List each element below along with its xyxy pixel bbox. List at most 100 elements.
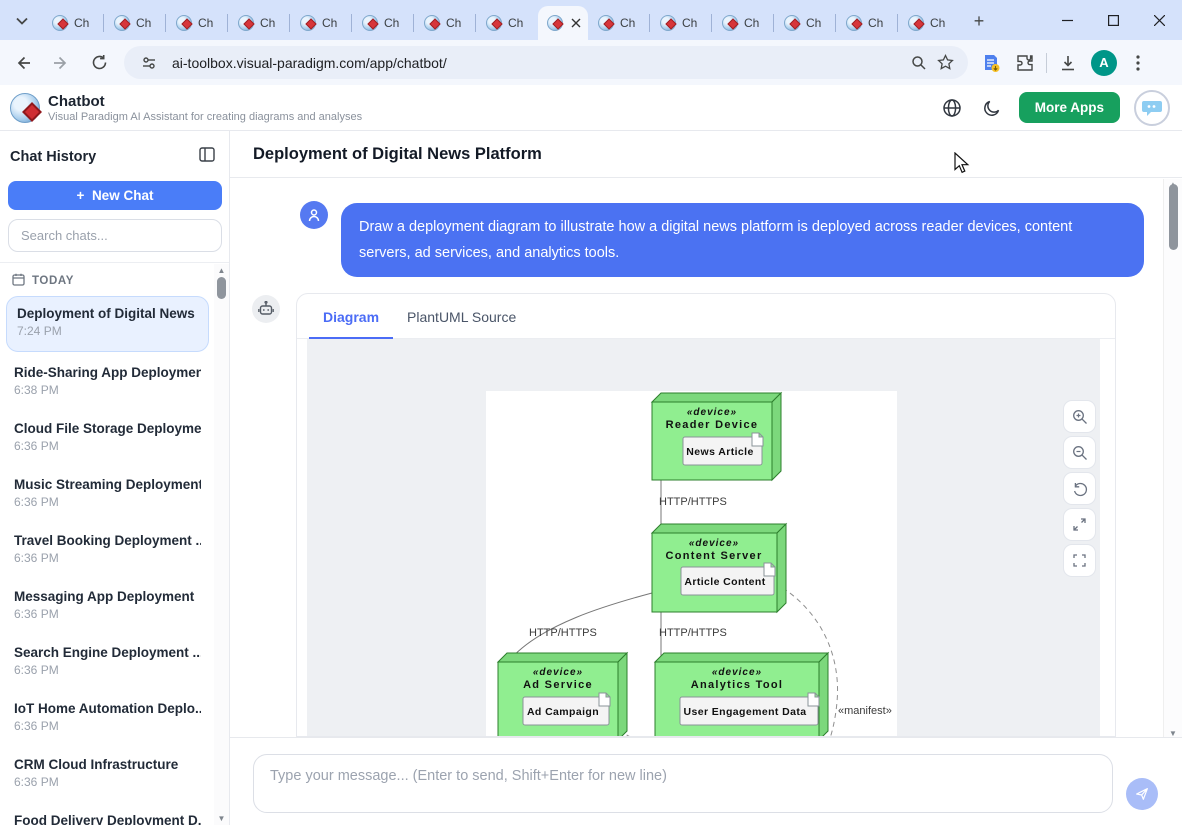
node-content-server: «device» Content Server Article Content [650,522,788,614]
chat-item-time: 6:36 PM [14,439,59,453]
chat-item[interactable]: IoT Home Automation Deplo... 6:36 PM [0,692,213,748]
browser-tab[interactable]: Ch [166,6,228,40]
browser-tab[interactable]: Ch [476,6,538,40]
zoom-out-button[interactable] [1063,436,1096,469]
browser-menu-kebab-icon[interactable] [1125,50,1151,76]
tab-plantuml-source[interactable]: PlantUML Source [393,309,530,338]
artifact-file-icon [807,692,820,707]
zoom-icon[interactable] [906,50,932,76]
chat-item[interactable]: Food Delivery Deployment D... [0,804,213,825]
visual-paradigm-favicon-icon [300,15,317,31]
scroll-down-icon[interactable]: ▼ [1169,729,1177,738]
chat-scrollbar-thumb[interactable] [1169,184,1178,250]
chat-scrollbar[interactable]: ▲ ▼ [1163,179,1182,740]
diagram-canvas[interactable]: HTTP/HTTPS HTTP/HTTPS HTTP/HTTPS «manife… [307,339,1100,736]
browser-tab[interactable]: Ch [352,6,414,40]
language-globe-icon[interactable] [939,95,965,121]
artifact-file-icon [763,562,776,577]
fullscreen-button[interactable] [1063,544,1096,577]
section-label: TODAY [32,275,74,287]
conversation-titlebar: Deployment of Digital News Platform [230,131,1182,178]
assistant-chat-bubble-icon[interactable] [1134,89,1170,126]
app-subtitle: Visual Paradigm AI Assistant for creatin… [48,110,363,123]
collapse-sidebar-icon[interactable] [199,147,215,167]
window-maximize-button[interactable] [1090,0,1136,40]
new-tab-button[interactable]: + [973,10,985,31]
scroll-up-icon[interactable]: ▲ [217,266,226,275]
sidebar-scrollbar[interactable]: ▲ ▼ [214,264,229,825]
chat-item-time: 6:36 PM [14,775,59,789]
bookmark-star-icon[interactable] [932,50,958,76]
extensions-puzzle-icon[interactable] [1012,50,1038,76]
url-bar[interactable]: ai-toolbox.visual-paradigm.com/app/chatb… [124,46,968,79]
browser-tab[interactable]: Ch [898,6,960,40]
browser-tab[interactable]: Ch [588,6,650,40]
chat-item-title: Deployment of Digital News ... [17,306,198,321]
chat-item[interactable]: Cloud File Storage Deployme... 6:36 PM [0,412,213,468]
diagram-zoom-controls [1063,400,1096,580]
visual-paradigm-favicon-icon [362,15,379,31]
site-settings-icon[interactable] [136,50,162,76]
browser-tab[interactable]: Ch [712,6,774,40]
tab-plantuml-source-label: PlantUML Source [407,309,517,325]
browser-tab[interactable]: Ch [104,6,166,40]
url-text[interactable]: ai-toolbox.visual-paradigm.com/app/chatb… [172,54,447,71]
browser-tab[interactable]: Ch [650,6,712,40]
forward-icon[interactable] [46,48,76,78]
message-input-bar [230,737,1182,825]
sidebar-scrollbar-thumb[interactable] [217,277,226,299]
chat-item-time: 7:24 PM [17,324,62,338]
expand-button[interactable] [1063,508,1096,541]
back-icon[interactable] [8,48,38,78]
chat-history-title: Chat History [10,149,97,165]
reload-icon[interactable] [84,48,114,78]
reading-mode-icon[interactable] [978,50,1004,76]
zoom-in-button[interactable] [1063,400,1096,433]
tab-label: Ch [384,16,400,30]
tab-diagram[interactable]: Diagram [309,309,394,339]
chat-item-title: Cloud File Storage Deployme... [14,421,201,436]
search-chats-input[interactable] [8,219,222,252]
artifact-label: Ad Campaign [527,706,599,718]
chat-item[interactable]: Search Engine Deployment ... 6:36 PM [0,636,213,692]
browser-tab[interactable]: Ch [414,6,476,40]
visual-paradigm-logo-icon [10,92,42,123]
chat-item-title: Food Delivery Deployment D... [14,813,201,825]
chat-item-title: Travel Booking Deployment ... [14,533,201,548]
visual-paradigm-favicon-icon [598,15,615,31]
window-close-button[interactable] [1136,0,1182,40]
chat-item[interactable]: CRM Cloud Infrastructure 6:36 PM [0,748,213,804]
browser-tab[interactable]: Ch [774,6,836,40]
browser-tab-active[interactable] [538,6,588,40]
chat-item-active[interactable]: Deployment of Digital News ... 7:24 PM [6,296,209,352]
tab-label: Ch [136,16,152,30]
tab-label: Ch [446,16,462,30]
browser-profile-avatar[interactable]: A [1091,49,1117,76]
node-name: Analytics Tool [691,679,784,691]
scroll-down-icon[interactable]: ▼ [217,814,226,823]
tab-search-chevron-icon[interactable] [8,7,36,35]
message-input[interactable] [253,754,1113,813]
chat-item[interactable]: Ride-Sharing App Deployment 6:38 PM [0,356,213,412]
tab-close-icon[interactable] [569,15,583,32]
send-button[interactable] [1126,778,1158,810]
visual-paradigm-favicon-icon [547,15,564,31]
reset-view-button[interactable] [1063,472,1096,505]
more-apps-button[interactable]: More Apps [1018,92,1120,123]
dark-mode-moon-icon[interactable] [979,95,1005,121]
node-stereotype: «device» [712,667,762,678]
browser-tab[interactable]: Ch [836,6,898,40]
browser-tab[interactable]: Ch [290,6,352,40]
browser-tab[interactable]: Ch [228,6,290,40]
window-minimize-button[interactable] [1044,0,1090,40]
node-name: Ad Service [523,679,593,691]
deployment-diagram-svg: HTTP/HTTPS HTTP/HTTPS HTTP/HTTPS «manife… [496,391,892,736]
chat-item[interactable]: Travel Booking Deployment ... 6:36 PM [0,524,213,580]
browser-tab[interactable]: Ch [42,6,104,40]
chat-item[interactable]: Messaging App Deployment 6:36 PM [0,580,213,636]
new-chat-button[interactable]: + New Chat [8,181,222,210]
tab-label: Ch [620,16,636,30]
downloads-icon[interactable] [1055,50,1081,76]
chat-item[interactable]: Music Streaming Deployment 6:36 PM [0,468,213,524]
tab-label: Ch [508,16,524,30]
